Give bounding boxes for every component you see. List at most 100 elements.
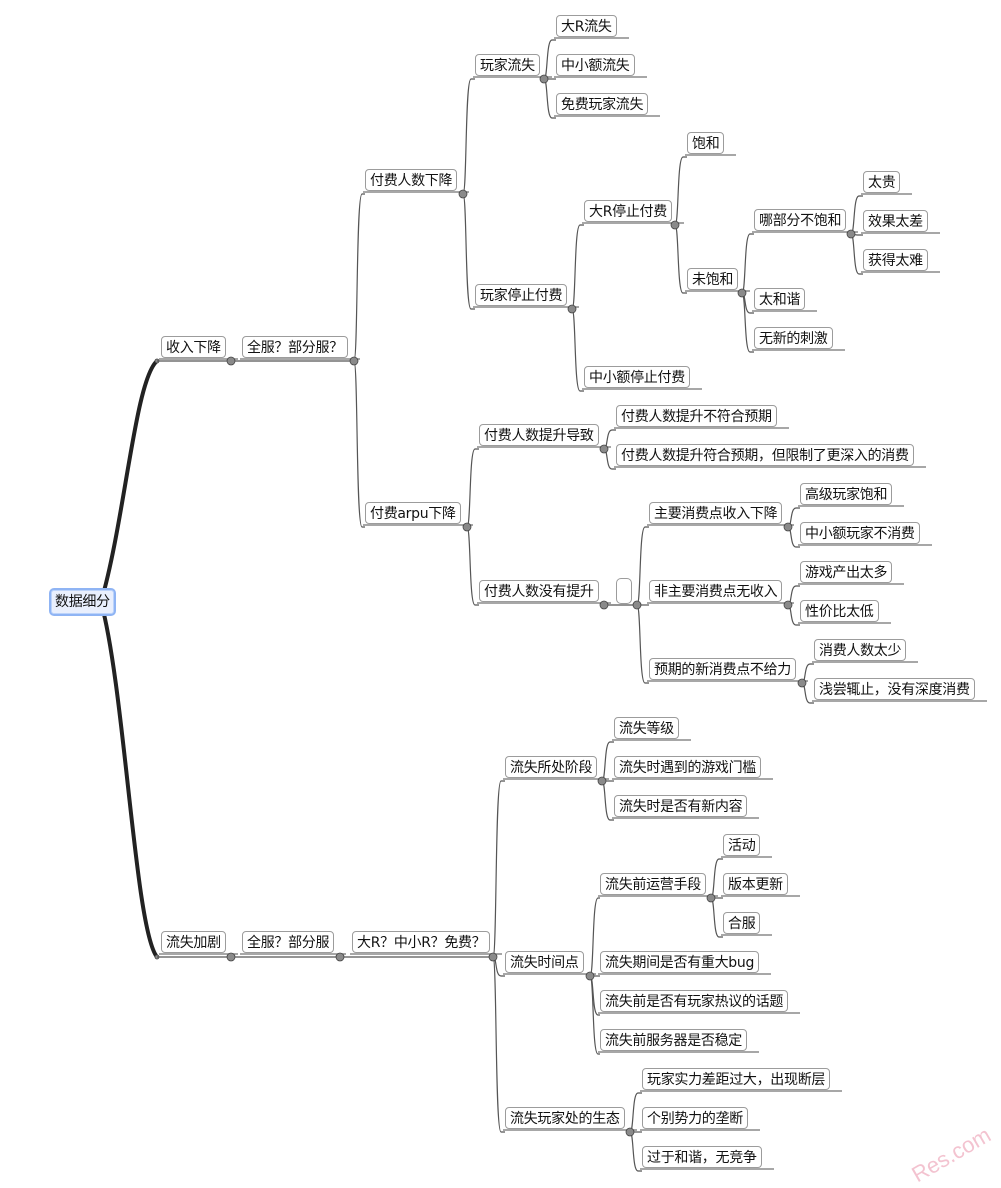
trunk-connector — [99, 601, 159, 959]
connector — [353, 360, 365, 528]
branch-dot[interactable] — [597, 776, 607, 786]
node-free-loss[interactable]: 免费玩家流失 — [556, 93, 649, 115]
node-arpu-drop[interactable]: 付费arpu下降 — [365, 502, 461, 524]
node-churn-scope[interactable]: 全服？部分服 — [242, 931, 335, 953]
connector — [543, 78, 556, 119]
branch-dot[interactable] — [462, 522, 472, 532]
node-churn-up[interactable]: 流失加剧 — [161, 931, 226, 953]
node-too-expensive[interactable]: 太贵 — [863, 171, 901, 193]
node-event[interactable]: 活动 — [723, 834, 761, 856]
connector — [466, 526, 479, 606]
node-major-bug[interactable]: 流失期间是否有重大bug — [600, 951, 760, 973]
node-mid-small-loss[interactable]: 中小额流失 — [556, 54, 635, 76]
node-payers-not-up[interactable]: 付费人数没有提升 — [479, 580, 599, 602]
node-big-r-stop[interactable]: 大R停止付费 — [584, 200, 672, 222]
node-too-peaceful[interactable]: 过于和谐，无竞争 — [642, 1146, 762, 1168]
branch-dot[interactable] — [670, 220, 680, 230]
node-hot-topic[interactable]: 流失前是否有玩家热议的话题 — [600, 990, 789, 1012]
node-player-loss[interactable]: 玩家流失 — [475, 54, 540, 76]
connector — [674, 156, 687, 226]
branch-dot[interactable] — [488, 952, 498, 962]
branch-dot[interactable] — [737, 288, 747, 298]
branch-dot[interactable] — [625, 1127, 635, 1137]
node-big-r-loss[interactable]: 大R流失 — [556, 15, 617, 37]
node-main-point-drop[interactable]: 主要消费点收入下降 — [649, 502, 783, 524]
branch-dot[interactable] — [567, 304, 577, 314]
connector — [850, 233, 863, 275]
node-mid-small-stop[interactable]: 中小额停止付费 — [584, 366, 690, 388]
node-stop-paying[interactable]: 玩家停止付费 — [475, 284, 568, 306]
connector — [710, 858, 723, 899]
connector — [571, 224, 584, 310]
branch-dot[interactable] — [585, 971, 595, 981]
connector — [741, 233, 754, 294]
branch-dot[interactable] — [226, 356, 236, 366]
connector — [543, 39, 556, 80]
node-churn-ecology[interactable]: 流失玩家处的生态 — [505, 1107, 625, 1129]
branch-dot[interactable] — [539, 74, 549, 84]
branch-dot[interactable] — [783, 600, 793, 610]
node-payers-up-expected[interactable]: 付费人数提升符合预期，但限制了更深入的消费 — [616, 444, 914, 466]
node-churn-level[interactable]: 流失等级 — [614, 717, 679, 739]
connector — [571, 308, 584, 392]
node-payers-up-unexpected[interactable]: 付费人数提升不符合预期 — [616, 405, 777, 427]
connector — [353, 193, 365, 362]
branch-dot[interactable] — [599, 444, 609, 454]
node-non-main-no-income[interactable]: 非主要消费点无收入 — [649, 580, 783, 602]
connector — [462, 78, 475, 195]
branch-dot[interactable] — [226, 952, 236, 962]
node-monopoly[interactable]: 个别势力的垄断 — [642, 1107, 748, 1129]
node-churn-barrier[interactable]: 流失时遇到的游戏门槛 — [614, 756, 761, 778]
trunk-connector — [99, 359, 159, 603]
node-too-few-spenders[interactable]: 消费人数太少 — [814, 639, 907, 661]
node-which-part[interactable]: 哪部分不饱和 — [754, 209, 847, 231]
node-churn-new-content[interactable]: 流失时是否有新内容 — [614, 795, 748, 817]
node-churn-stage[interactable]: 流失所处阶段 — [505, 756, 598, 778]
branch-dot[interactable] — [458, 189, 468, 199]
node-version-update[interactable]: 版本更新 — [723, 873, 788, 895]
root-node[interactable]: 数据细分 — [49, 588, 116, 616]
branch-dot[interactable] — [349, 356, 359, 366]
node-server-stable[interactable]: 流失前服务器是否稳定 — [600, 1029, 747, 1051]
connector — [674, 224, 687, 294]
connector — [601, 780, 614, 821]
branch-dot[interactable] — [599, 600, 609, 610]
node-high-saturated[interactable]: 高级玩家饱和 — [800, 483, 893, 505]
node-low-value[interactable]: 性价比太低 — [800, 600, 879, 622]
node-no-stimulus[interactable]: 无新的刺激 — [754, 327, 833, 349]
connector — [589, 897, 600, 977]
node-churn-time[interactable]: 流失时间点 — [505, 951, 584, 973]
node-hard-to-get[interactable]: 获得太难 — [863, 249, 928, 271]
node-saturated[interactable]: 饱和 — [687, 132, 725, 154]
node-mid-small-no-spend[interactable]: 中小额玩家不消费 — [800, 522, 920, 544]
node-payers-up-cause[interactable]: 付费人数提升导致 — [479, 424, 599, 446]
node-not-saturated[interactable]: 未饱和 — [687, 268, 739, 290]
node-empty-topic[interactable] — [616, 578, 632, 604]
node-server-merge[interactable]: 合服 — [723, 912, 761, 934]
connector — [629, 1092, 642, 1133]
node-income-drop[interactable]: 收入下降 — [161, 336, 226, 358]
node-churn-tier[interactable]: 大R？中小R？免费？ — [352, 931, 491, 953]
branch-dot[interactable] — [797, 678, 807, 688]
node-new-point-weak[interactable]: 预期的新消费点不给力 — [649, 658, 796, 680]
branch-dot[interactable] — [846, 229, 856, 239]
branch-dot[interactable] — [632, 600, 642, 610]
connector — [636, 604, 649, 684]
node-power-gap[interactable]: 玩家实力差距过大，出现断层 — [642, 1068, 831, 1090]
node-shallow-spend[interactable]: 浅尝辄止，没有深度消费 — [814, 678, 975, 700]
node-poor-effect[interactable]: 效果太差 — [863, 210, 928, 232]
connector — [462, 193, 475, 310]
node-pre-ops[interactable]: 流失前运营手段 — [600, 873, 706, 895]
branch-dot[interactable] — [335, 952, 345, 962]
connector — [636, 526, 649, 606]
node-too-much-output[interactable]: 游戏产出太多 — [800, 561, 893, 583]
connector — [466, 448, 479, 528]
node-payers-drop[interactable]: 付费人数下降 — [365, 169, 458, 191]
branch-dot[interactable] — [706, 893, 716, 903]
node-too-harmonious[interactable]: 太和谐 — [754, 288, 806, 310]
branch-dot[interactable] — [783, 522, 793, 532]
connector — [492, 956, 505, 1133]
node-income-scope[interactable]: 全服？部分服？ — [242, 336, 348, 358]
